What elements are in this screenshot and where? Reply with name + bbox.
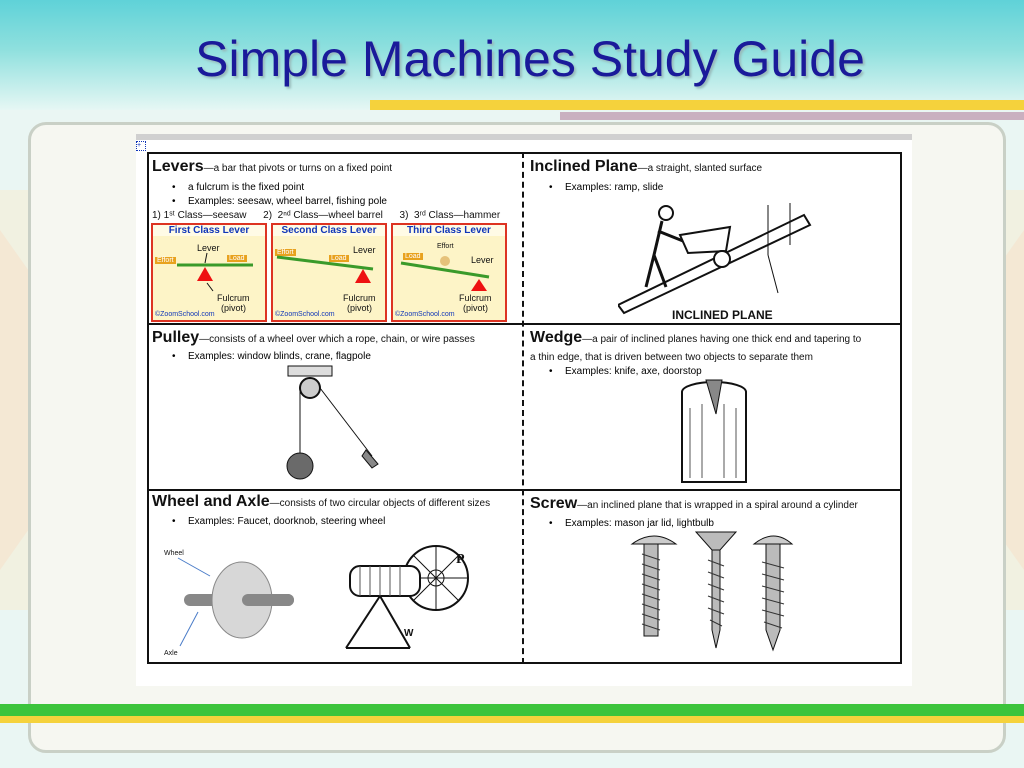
wheel-axle-illustration (177, 557, 294, 647)
pivot-label: (pivot) (221, 303, 247, 313)
wedge-heading: Wedge—a pair of inclined planes having o… (530, 329, 862, 346)
screw-heading: Screw—an inclined plane that is wrapped … (530, 495, 858, 512)
windlass-illustration (345, 545, 469, 649)
levers-heading: Levers—a bar that pivots or turns on a f… (152, 158, 393, 175)
effort-label: Effort (275, 249, 296, 256)
fulcrum-label: Fulcrum (459, 293, 492, 303)
first-class-lever-icon (177, 252, 253, 292)
screws-illustration (630, 531, 794, 652)
wheel-label: Wheel (164, 550, 184, 557)
third-class-lever-diagram: Third Class Lever Effort Lever Load Fulc… (391, 223, 507, 322)
pulley-bullet-1: Examples: window blinds, crane, flagpole (172, 351, 371, 362)
diagram-title: First Class Lever (153, 225, 265, 236)
lever-label: Lever (197, 243, 220, 253)
inclined-plane-illustration (618, 203, 812, 315)
copyright-label: ©ZoomSchool.com (395, 311, 455, 318)
wheel-axle-heading: Wheel and Axle—consists of two circular … (152, 493, 491, 510)
screw-bullet-1: Examples: mason jar lid, lightbulb (549, 518, 714, 529)
wedge-bullet-1: Examples: knife, axe, doorstop (549, 366, 702, 377)
pulley-heading: Pulley—consists of a wheel over which a … (152, 329, 475, 346)
p-label: P (456, 552, 465, 567)
copyright-label: ©ZoomSchool.com (275, 311, 335, 318)
row-divider-1 (147, 323, 902, 325)
pivot-label: (pivot) (347, 303, 373, 313)
mauve-stripe (560, 112, 1024, 120)
second-class-lever-icon (276, 255, 374, 283)
levers-classes: 1) 1ˢᵗ Class—seesaw 2) 2ⁿᵈ Class—wheel b… (152, 210, 501, 221)
anchor-marker[interactable]: + (136, 141, 146, 151)
wedge-desc-line-2: a thin edge, that is driven between two … (530, 352, 813, 363)
copyright-label: ©ZoomSchool.com (155, 311, 215, 318)
inclined-plane-heading: Inclined Plane—a straight, slanted surfa… (530, 158, 763, 175)
third-class-lever-icon (400, 256, 490, 291)
header-band (0, 0, 1024, 110)
load-label: Load (329, 255, 349, 262)
slide-title: Simple Machines Study Guide (195, 31, 865, 87)
diagram-title: Third Class Lever (393, 225, 505, 236)
load-label: Load (227, 255, 247, 262)
green-stripe (0, 704, 1024, 716)
fulcrum-label: Fulcrum (343, 293, 376, 303)
yellow-stripe-bottom (0, 716, 1024, 723)
fulcrum-label: Fulcrum (217, 293, 250, 303)
inclined-plane-caption: INCLINED PLANE (672, 308, 773, 322)
yellow-stripe (370, 100, 1024, 110)
effort-label: Effort (155, 257, 176, 264)
pivot-label: (pivot) (463, 303, 489, 313)
row-divider-2 (147, 489, 902, 491)
axle-label: Axle (164, 650, 178, 657)
study-guide-table (147, 152, 902, 664)
wheel-axle-bullet-1: Examples: Faucet, doorknob, steering whe… (172, 516, 385, 527)
effort-text: Effort (437, 243, 454, 250)
column-divider (522, 152, 524, 664)
wedge-illustration (681, 379, 747, 483)
diagram-title: Second Class Lever (273, 225, 385, 236)
pulley-illustration (286, 365, 379, 480)
w-label: W (404, 628, 414, 639)
first-class-lever-diagram: First Class Lever Lever Effort Load Fulc… (151, 223, 267, 322)
levers-bullet-1: a fulcrum is the fixed point (172, 182, 304, 193)
lever-label: Lever (353, 245, 376, 255)
lever-label: Lever (471, 255, 494, 265)
load-label: Load (403, 253, 423, 260)
inclined-plane-bullet-1: Examples: ramp, slide (549, 182, 663, 193)
levers-bullet-2: Examples: seesaw, wheel barrel, fishing … (172, 196, 387, 207)
second-class-lever-diagram: Second Class Lever Lever Effort Load Ful… (271, 223, 387, 322)
